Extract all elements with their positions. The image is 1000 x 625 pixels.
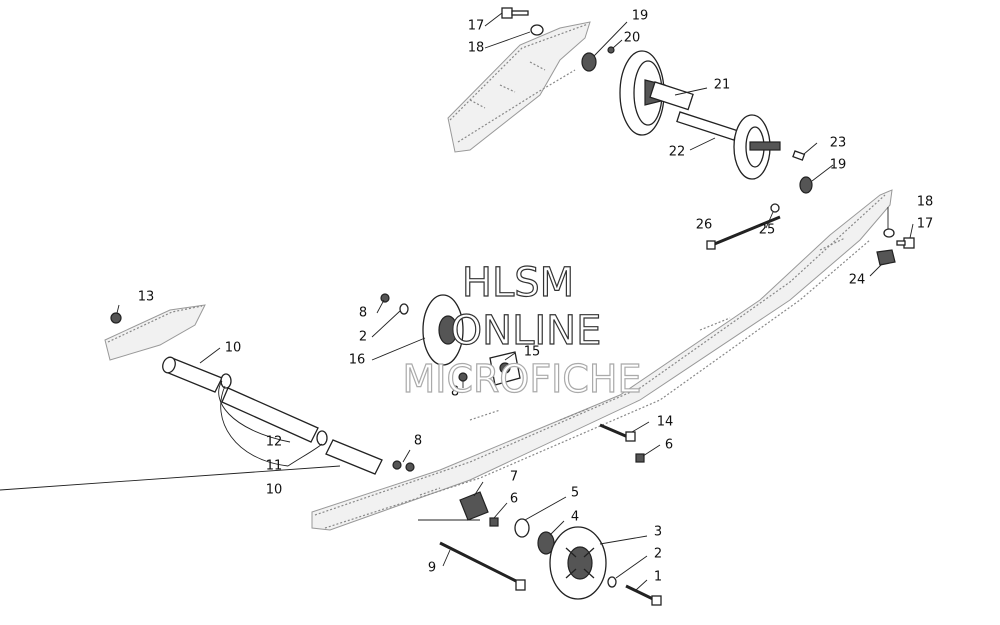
nut-8-lower-b: [405, 462, 415, 472]
callout-8-mid: 8: [451, 385, 459, 400]
callout-25: 25: [759, 223, 776, 238]
callout-5: 5: [571, 486, 579, 501]
ring-11-right: [316, 430, 328, 446]
ring-11-left: [220, 373, 232, 389]
callout-3: 3: [654, 525, 662, 540]
nut-8-lower-a: [392, 460, 402, 470]
callout-16: 16: [349, 353, 366, 368]
callout-23: 23: [830, 136, 847, 151]
washer-18-upper: [530, 24, 544, 36]
washer-20: [607, 46, 615, 54]
callout-24: 24: [849, 273, 866, 288]
leader-lines: [0, 12, 914, 591]
spacer-25: [770, 203, 780, 213]
left-rail-fragment: [104, 304, 206, 361]
snap-ring-5: [514, 518, 530, 538]
callout-18-right: 18: [917, 195, 934, 210]
callout-6-lower: 6: [510, 492, 518, 507]
wheel-16: [422, 294, 464, 366]
nut-13: [110, 312, 122, 324]
bracket-7: [459, 491, 489, 521]
callout-14: 14: [657, 415, 674, 430]
callout-6-right: 6: [665, 438, 673, 453]
callout-8-lower: 8: [414, 434, 422, 449]
nut-6-lower: [489, 517, 499, 527]
callout-1: 1: [654, 570, 662, 585]
callout-11: 11: [266, 459, 283, 474]
callout-22: 22: [669, 145, 686, 160]
watermark-online: ONLINE: [451, 308, 602, 354]
callout-10-upper: 10: [225, 341, 242, 356]
nut-8-top: [380, 293, 390, 303]
callout-10-lower: 10: [266, 483, 283, 498]
callout-18-upper: 18: [468, 41, 485, 56]
callout-2-top: 2: [359, 330, 367, 345]
callout-4: 4: [571, 510, 579, 525]
callout-8-top: 8: [359, 306, 367, 321]
callouts: 17 18 19 20 21 22 23 19 18 17 26 25 24 1…: [138, 9, 934, 585]
nut-19-upper: [581, 52, 597, 72]
bolt-17-right: [896, 237, 915, 249]
callout-12: 12: [266, 435, 283, 450]
block-24: [876, 249, 896, 266]
callout-17-right: 17: [917, 217, 934, 232]
callout-15: 15: [524, 345, 541, 360]
callout-19-upper: 19: [632, 9, 649, 24]
long-bolt-9: [418, 519, 526, 591]
callout-7: 7: [510, 470, 518, 485]
rear-axle-21: [649, 81, 738, 141]
callout-26: 26: [696, 218, 713, 233]
tube-10-left: [162, 356, 223, 393]
callout-17-upper: 17: [468, 19, 485, 34]
watermark: HLSM ONLINE MICROFICHE: [402, 259, 642, 401]
upper-rail: [447, 21, 591, 153]
watermark-hlsm: HLSM: [462, 260, 574, 306]
watermark-microfiche: MICROFICHE: [402, 357, 641, 401]
wheel-3: [549, 526, 607, 600]
bolt-14: [599, 423, 636, 442]
nut-19-right: [799, 176, 813, 194]
tube-12: [221, 387, 319, 443]
nut-6-right: [635, 453, 645, 463]
main-rail: [311, 189, 893, 531]
bolt-23: [792, 150, 806, 161]
callout-19-right: 19: [830, 158, 847, 173]
bolt-1: [625, 584, 662, 606]
bracket-15: [489, 351, 521, 386]
callout-9: 9: [428, 561, 436, 576]
rear-idler-wheel-right: [733, 114, 781, 180]
callout-21: 21: [714, 78, 731, 93]
washer-2-lower: [607, 576, 617, 588]
bolt-17-upper: [501, 7, 529, 19]
washer-2-top: [399, 303, 409, 315]
tube-10-right: [325, 439, 383, 475]
callout-20: 20: [624, 31, 641, 46]
washer-18-right: [883, 228, 895, 238]
callout-2-lower: 2: [654, 547, 662, 562]
callout-13: 13: [138, 290, 155, 305]
